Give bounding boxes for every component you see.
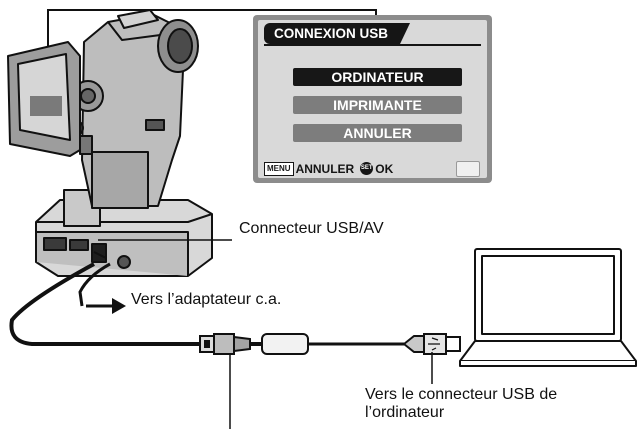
usb-connection-menu: CONNEXION USB ORDINATEUR IMPRIMANTE ANNU… <box>253 15 492 183</box>
docking-station <box>35 189 213 277</box>
ac-adapter-cable <box>78 262 111 307</box>
usb-av-connector-label: Connecteur USB/AV <box>239 220 384 237</box>
usb-cable <box>9 262 200 346</box>
option-printer[interactable]: IMPRIMANTE <box>293 96 462 114</box>
memory-card-icon <box>456 161 480 177</box>
pc-usb-label-line2: l’ordinateur <box>365 404 445 421</box>
set-button-icon: SET <box>360 162 374 175</box>
ferrite-core <box>261 333 309 355</box>
camera-lcd <box>7 41 81 157</box>
menu-title: CONNEXION USB <box>264 23 410 44</box>
camcorder <box>68 9 199 209</box>
usb-a-plug <box>402 333 461 355</box>
menu-button-icon: MENU <box>264 161 294 176</box>
mini-usb-plug <box>199 333 251 355</box>
footer-cancel-label: ANNULER <box>295 161 355 176</box>
menu-divider <box>264 44 481 46</box>
laptop <box>459 248 637 367</box>
pc-usb-label-line1: Vers le connecteur USB de <box>365 386 558 403</box>
option-cancel[interactable]: ANNULER <box>293 124 462 142</box>
menu-panel: CONNEXION USB ORDINATEUR IMPRIMANTE ANNU… <box>258 20 487 178</box>
footer-ok-label: OK <box>375 161 394 176</box>
pc-usb-label: Vers le connecteur USB de l’ordinateur <box>365 386 557 422</box>
menu-footer: MENU ANNULER SET OK <box>264 160 393 177</box>
option-computer[interactable]: ORDINATEUR <box>293 68 462 86</box>
ac-adapter-label: Vers l’adaptateur c.a. <box>131 291 282 308</box>
